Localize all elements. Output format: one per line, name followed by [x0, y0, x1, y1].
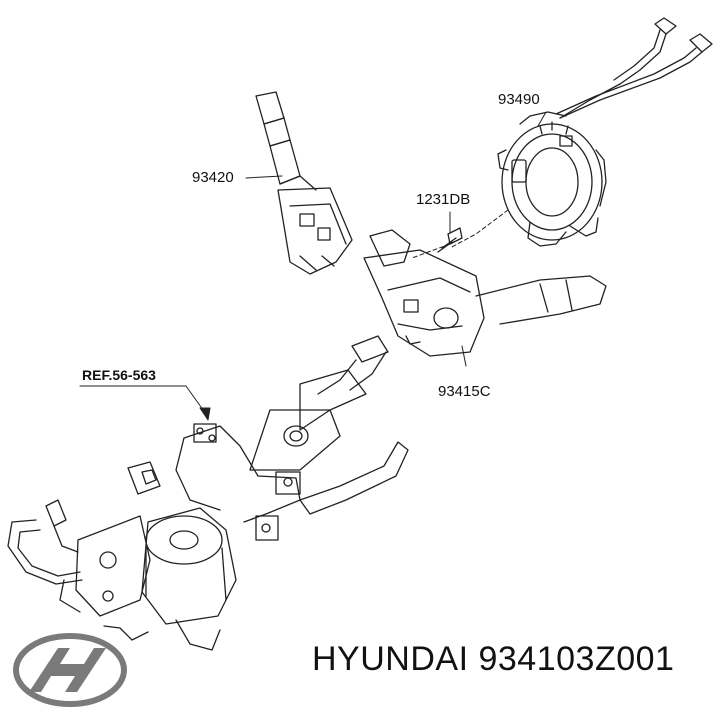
wiper-switch-93420 — [255, 91, 353, 275]
ref-arrow-head — [199, 407, 211, 421]
leader-93415C — [461, 345, 467, 367]
clock-spring-93490 — [497, 111, 607, 247]
callout-ref: REF.56-563 — [82, 367, 156, 383]
callout-93415C: 93415C — [438, 383, 491, 400]
brand-name: HYUNDAI — [312, 640, 469, 678]
callout-1231DB: 1231DB — [416, 191, 471, 208]
leader-93420 — [245, 175, 283, 179]
part-number: 934103Z001 — [478, 640, 675, 678]
leader-ref — [79, 385, 197, 401]
clock-spring-harness — [555, 17, 713, 119]
multifunction-switch-93415C — [363, 229, 607, 357]
footer-part-title: HYUNDAI 934103Z001 — [312, 640, 674, 679]
leader-dash-clockspring — [449, 209, 509, 249]
callout-93420: 93420 — [192, 169, 234, 186]
steering-column-body — [7, 335, 409, 651]
hyundai-logo-icon — [13, 633, 127, 707]
leader-lines — [79, 111, 547, 421]
callout-93490: 93490 — [498, 91, 540, 108]
leader-1231DB-dash — [411, 243, 451, 259]
leader-93490 — [537, 111, 547, 127]
